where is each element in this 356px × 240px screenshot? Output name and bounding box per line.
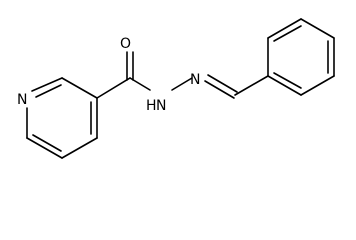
bond-ph-3 [300,18,335,39]
bond-n-ch-a [204,80,235,99]
bond-n-c2-inner [35,84,62,98]
pyridine-nitrogen-label: N [17,92,27,108]
imine-group [204,74,269,99]
bond-ph-2-inner [273,25,302,42]
pyridine-ring [26,77,98,159]
bond-n-c2 [31,77,63,92]
bond-c5-c6 [61,137,98,159]
bond-c-nh [129,77,151,91]
bond-n-ch-b [207,74,238,93]
bond-ph-6-inner [273,72,302,89]
structure-canvas: N O H N N [17,18,335,159]
phenyl-ring [267,18,335,96]
bond-c3-c4 [61,77,98,99]
bond-ph-5 [300,75,335,96]
carbonyl-oxygen-label: O [120,36,131,52]
amide-nitrogen-label: N [156,98,166,114]
bond-c6-c1-inner [32,134,62,152]
bond-ring-carbonyl [96,77,131,99]
bond-ph-6 [267,75,302,96]
imine-nitrogen-label: N [190,72,200,88]
amide-group [96,51,193,99]
amide-h-label: H [146,98,157,114]
bond-c6-c1 [26,137,63,159]
bond-ch-ph [234,75,269,96]
bond-ph-2 [267,18,302,39]
bond-nh-n [171,77,193,91]
